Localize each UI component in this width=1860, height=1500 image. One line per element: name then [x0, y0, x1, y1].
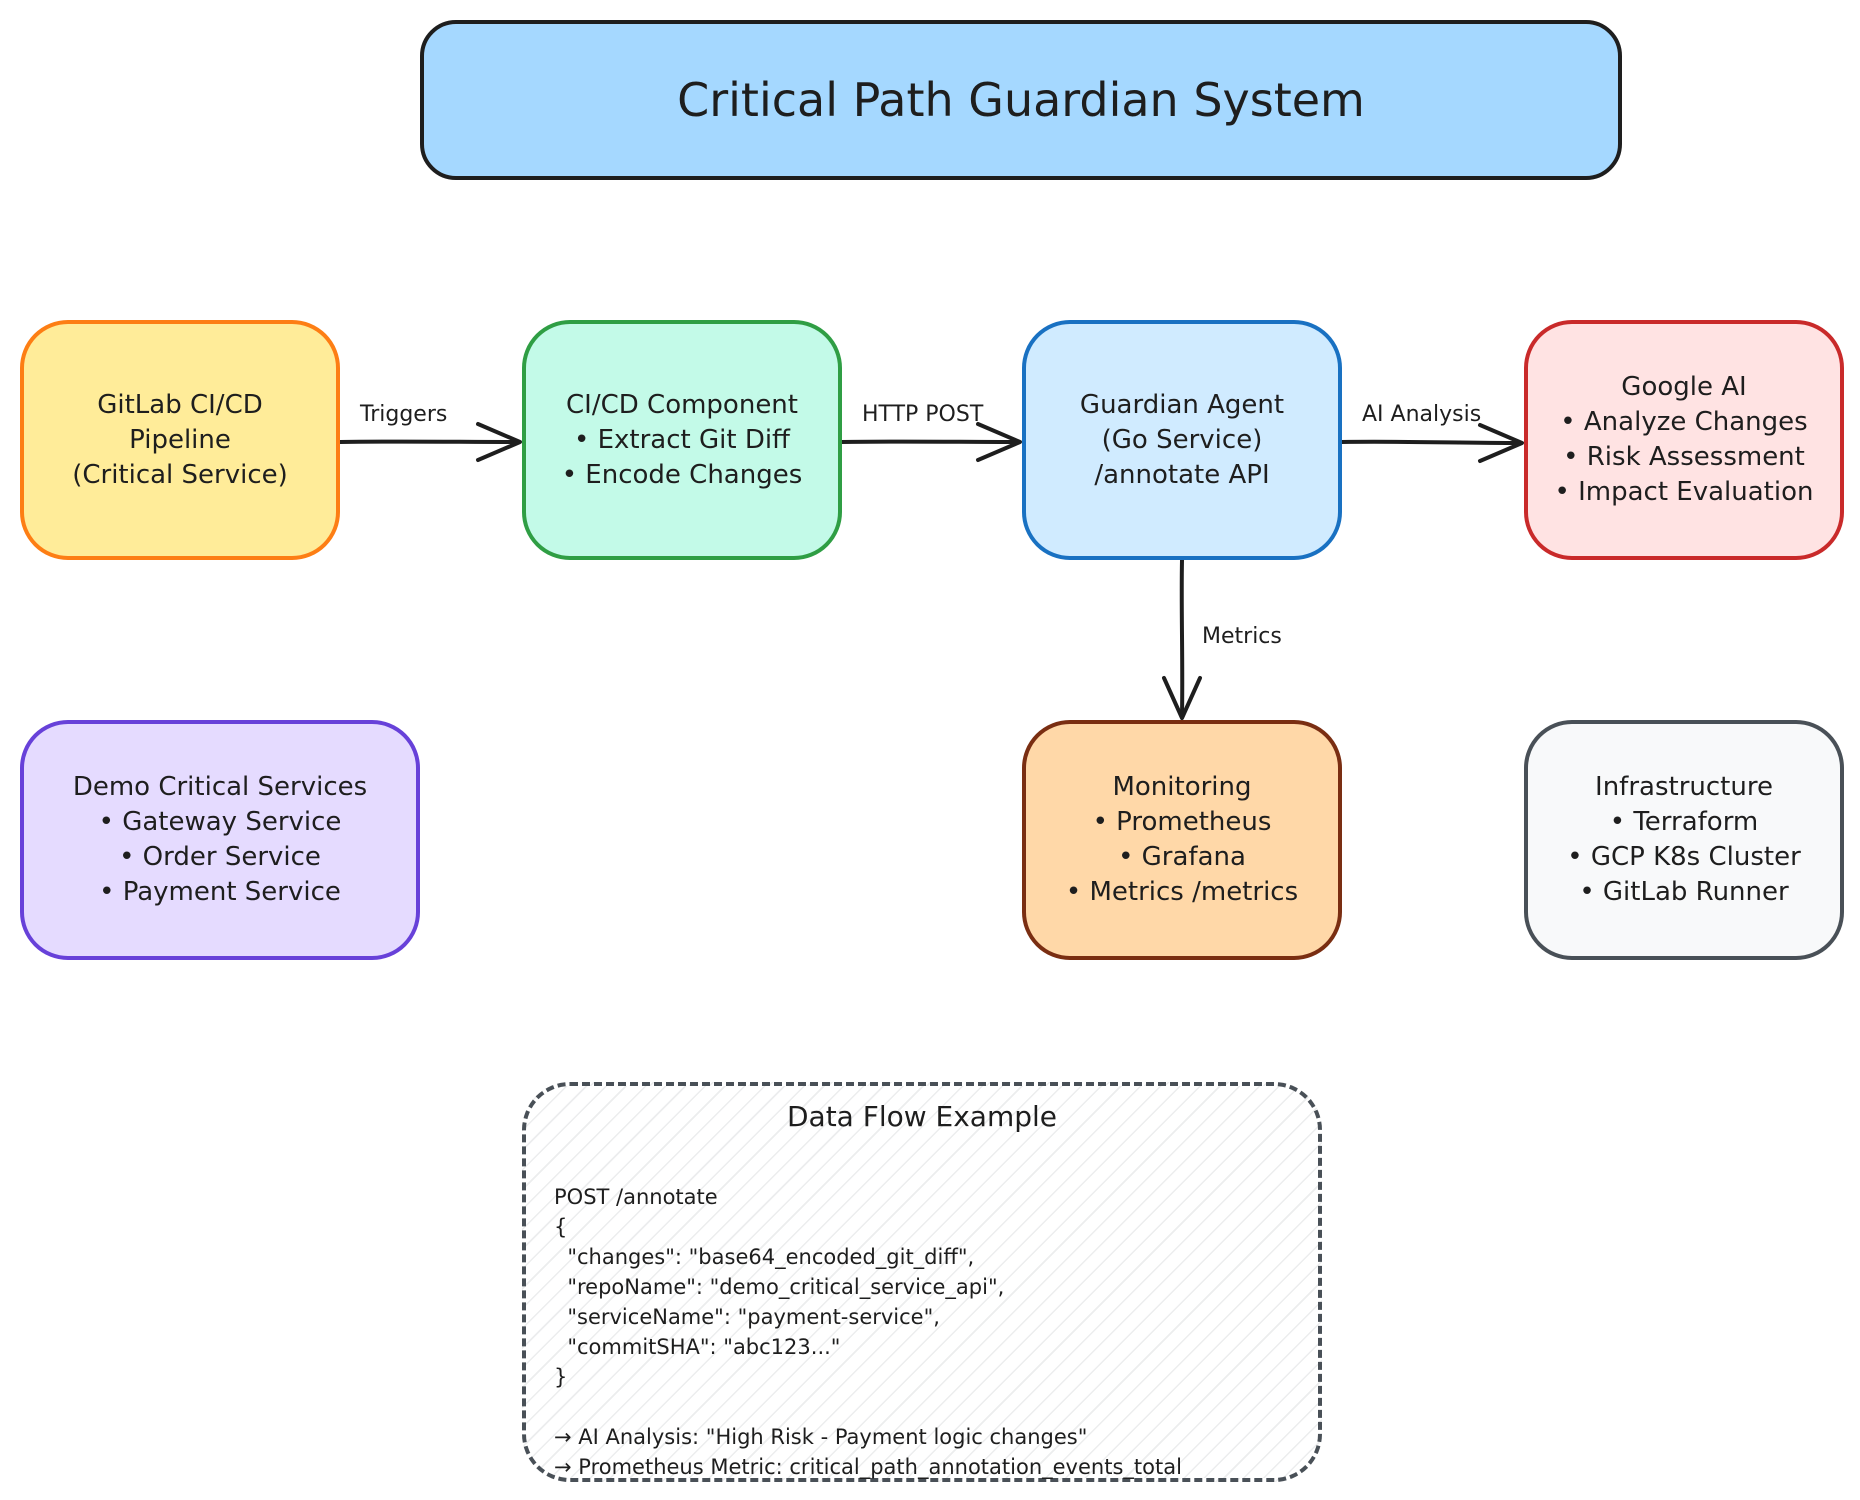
code-line: POST /annotate [554, 1185, 718, 1209]
label-triggers: Triggers [360, 402, 448, 427]
node-line: • Gateway Service [98, 807, 342, 837]
node-line: • Grafana [1118, 842, 1246, 872]
node-gitlab-pipeline: GitLab CI/CD Pipeline (Critical Service) [20, 320, 340, 560]
edge-http-post [840, 422, 1022, 462]
data-flow-title: Data Flow Example [786, 1100, 1058, 1133]
node-line: Google AI [1621, 372, 1747, 402]
node-line: • Risk Assessment [1563, 442, 1805, 472]
node-line: • Extract Git Diff [574, 424, 790, 455]
data-flow-example: Data Flow Example POST /annotate { "chan… [522, 1082, 1322, 1482]
node-line: • GitLab Runner [1579, 877, 1789, 907]
node-line: (Go Service) [1101, 424, 1263, 455]
node-line: /annotate API [1094, 459, 1270, 490]
node-line: Demo Critical Services [72, 772, 368, 802]
node-infrastructure: Infrastructure • Terraform • GCP K8s Clu… [1524, 720, 1844, 960]
node-guardian-agent: Guardian Agent (Go Service) /annotate AP… [1022, 320, 1342, 560]
code-line: "changes": "base64_encoded_git_diff", [554, 1245, 975, 1269]
node-monitoring: Monitoring • Prometheus • Grafana • Metr… [1022, 720, 1342, 960]
node-line: • Prometheus [1092, 807, 1272, 837]
label-http-post: HTTP POST [862, 402, 984, 427]
node-line: Infrastructure [1595, 772, 1773, 802]
code-line: → AI Analysis: "High Risk - Payment logi… [554, 1425, 1088, 1449]
node-line: • Encode Changes [561, 459, 803, 490]
edge-triggers [338, 422, 522, 462]
code-line: "serviceName": "payment-service", [554, 1305, 940, 1329]
node-line: Guardian Agent [1079, 389, 1285, 420]
node-line: CI/CD Component [566, 389, 798, 420]
code-line: "commitSHA": "abc123..." [554, 1335, 841, 1359]
node-line: • GCP K8s Cluster [1567, 842, 1801, 872]
node-line: Pipeline [129, 424, 231, 455]
code-line: } [554, 1365, 568, 1389]
edge-ai-analysis [1340, 423, 1524, 463]
diagram-title: Critical Path Guardian System [677, 72, 1365, 127]
code-line: → Prometheus Metric: critical_path_annot… [554, 1455, 1182, 1479]
node-line: Monitoring [1112, 772, 1252, 802]
title-box: Critical Path Guardian System [420, 20, 1622, 180]
node-line: • Payment Service [99, 877, 341, 907]
node-line: • Metrics /metrics [1065, 877, 1299, 907]
code-line [554, 1392, 1182, 1422]
node-line: • Terraform [1609, 807, 1759, 837]
data-flow-code: POST /annotate { "changes": "base64_enco… [554, 1182, 1182, 1482]
edge-metrics [1162, 558, 1202, 720]
label-metrics: Metrics [1202, 624, 1282, 649]
node-line: • Order Service [119, 842, 321, 872]
node-google-ai: Google AI • Analyze Changes • Risk Asses… [1524, 320, 1844, 560]
node-line: GitLab CI/CD [97, 389, 263, 420]
code-line: { [554, 1215, 568, 1239]
code-line: "repoName": "demo_critical_service_api", [554, 1275, 1005, 1299]
node-line: • Impact Evaluation [1554, 477, 1814, 507]
node-demo-services: Demo Critical Services • Gateway Service… [20, 720, 420, 960]
label-ai-analysis: AI Analysis [1362, 402, 1482, 427]
node-line: • Analyze Changes [1560, 407, 1808, 437]
node-cicd-component: CI/CD Component • Extract Git Diff • Enc… [522, 320, 842, 560]
node-line: (Critical Service) [72, 459, 288, 490]
